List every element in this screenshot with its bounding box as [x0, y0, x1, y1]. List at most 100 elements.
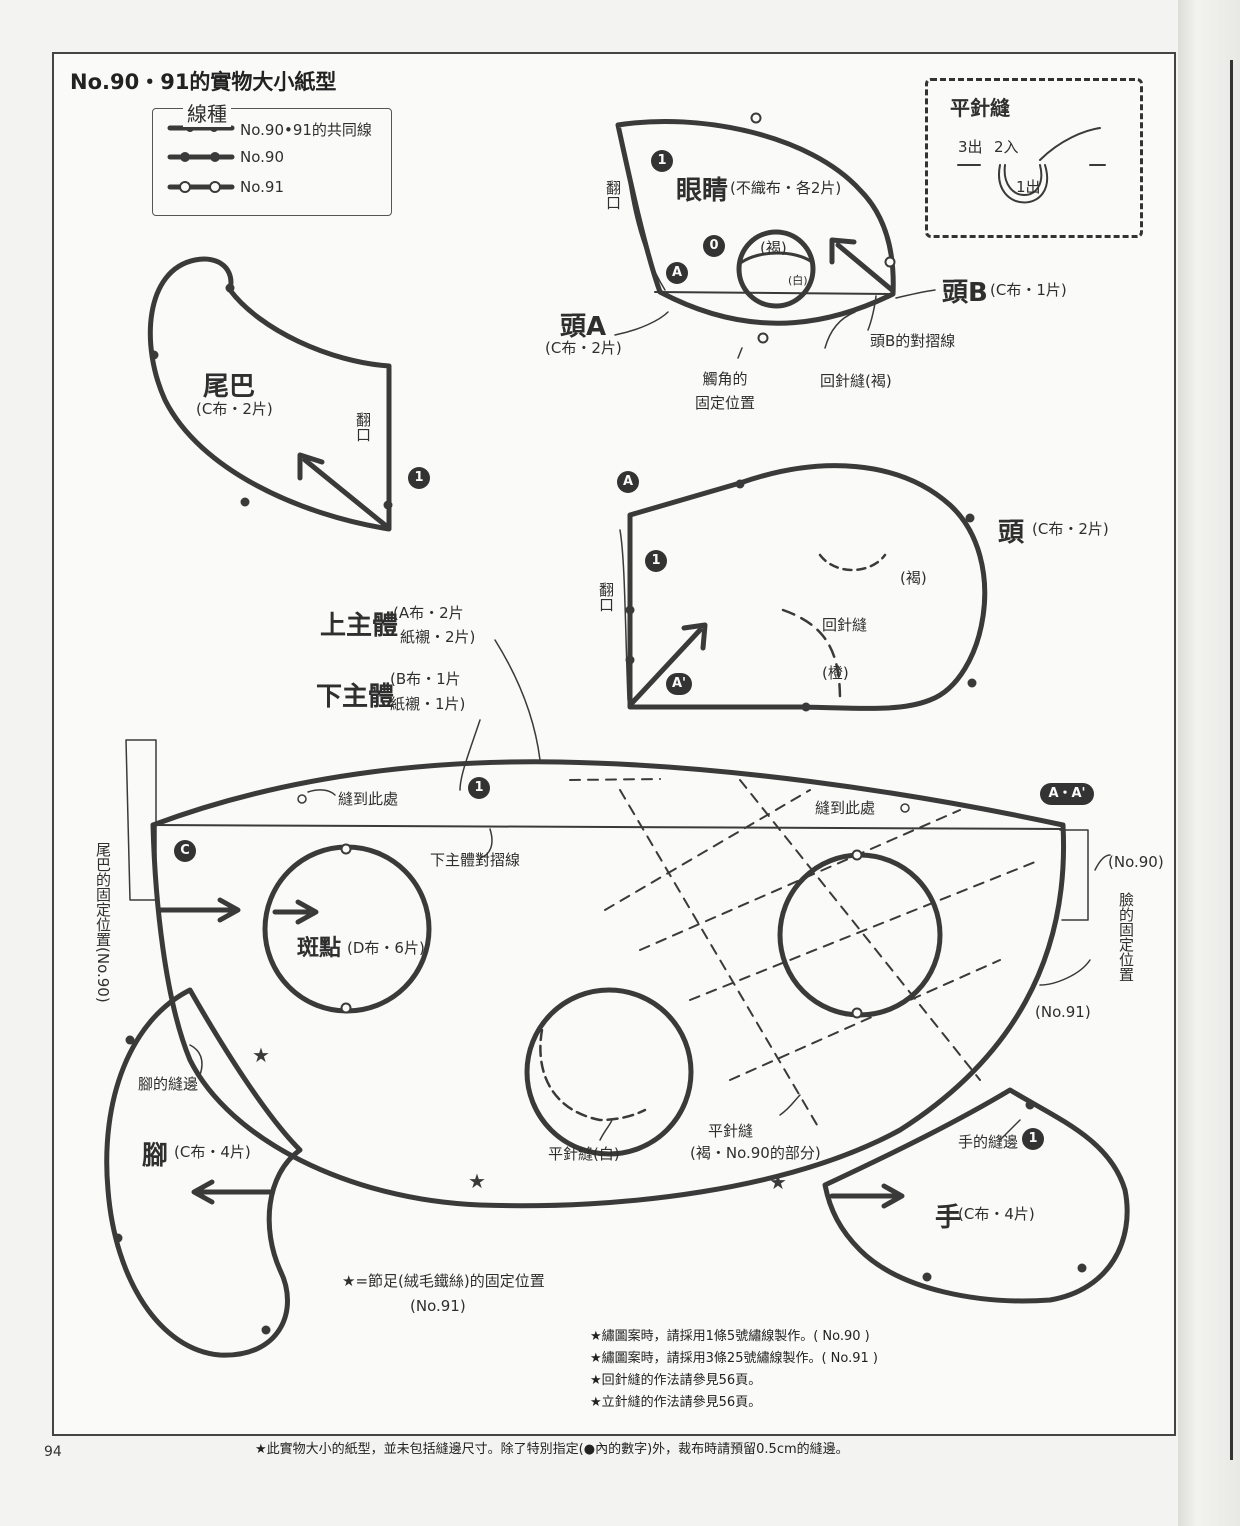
note-1: ★繡圖案時，請採用1條5號繡線製作。( No.90 ) [590, 1329, 870, 1344]
spot-right [777, 852, 943, 1018]
page-number: 94 [44, 1444, 62, 1460]
head-orange-stitch [781, 608, 842, 702]
upper-body-label: 上主體 [320, 611, 399, 641]
hand-grain-arrow [829, 1183, 905, 1209]
marker-1-hand: 1 [1022, 1128, 1044, 1150]
star-note-no91: (No.91) [410, 1297, 466, 1315]
running-stitch-box [925, 78, 1143, 238]
eye-divider [740, 251, 814, 264]
running-brown-label: 平針縫 [708, 1122, 754, 1140]
open-dots [340, 112, 896, 1019]
running-stitch-illustration [957, 127, 1106, 204]
head-a-outline [615, 118, 896, 326]
hand-label: 手 [935, 1203, 962, 1233]
stitch-heading: 平針縫 [950, 96, 1010, 120]
marker-1-tail: 1 [408, 467, 430, 489]
star-note: ★=節足(絨毛鐵絲)的固定位置 [342, 1272, 545, 1290]
lower-body-fold-line [152, 824, 1064, 830]
eye-white: (白) [788, 274, 808, 287]
head-a-spec: (C布・2片) [545, 339, 622, 357]
face-placement-strip [1059, 829, 1089, 921]
legend [152, 108, 392, 216]
eye-outline [736, 229, 816, 309]
legend-item-common: No.90•91的共同線 [240, 121, 372, 139]
marker-0-eye: 0 [703, 235, 725, 257]
leg-seam-label: 腳的縫邊 [138, 1075, 199, 1093]
eye-spec: (不織布・各2片) [730, 179, 842, 197]
legend-item-no90: No.90 [240, 148, 284, 166]
face-position-label: 臉的固定位置 [1117, 892, 1135, 982]
upper-body-bracket [494, 639, 541, 761]
lower-fold-pointer [479, 828, 493, 859]
spot-label: 斑點 [297, 936, 342, 961]
svg-text:★: ★ [252, 1043, 270, 1067]
tail-position-label: 尾巴的固定位置(No.90) [94, 842, 112, 1003]
marker-1-head: 1 [645, 550, 667, 572]
hand-outline [822, 1087, 1130, 1304]
head-b-spec: (C布・1片) [990, 281, 1067, 299]
antenna-pointer [737, 347, 743, 359]
tail-spec: (C布・2片) [196, 400, 273, 418]
leg-spec: (C布・4片) [174, 1143, 251, 1161]
stitch-out-bottom: 1出 [1016, 178, 1041, 196]
back-stitch-brown-label: 回針縫(褐) [820, 372, 892, 390]
tail-position-arrows [157, 897, 319, 925]
note-3: ★回針縫的作法請參見56頁。 [590, 1373, 762, 1388]
tail-grain-arrow [297, 452, 388, 528]
head-b-label: 頭B [942, 278, 988, 308]
head-turn-label: 翻口 [597, 582, 615, 612]
hand-spec: (C布・4片) [958, 1205, 1035, 1223]
marker-a-prime-head: A' [666, 673, 692, 695]
tail-turn-label: 翻口 [354, 412, 372, 442]
antenna-position-label: 觸角的 固定位置 [695, 370, 756, 412]
head-brown: (褐) [900, 569, 927, 587]
running-white-label: 平針縫(白) [548, 1145, 620, 1163]
no91-label: (No.91) [1035, 1003, 1091, 1021]
spot-bottom [524, 987, 694, 1157]
head-b-fold-line [654, 291, 894, 295]
hand-seam-label: 手的縫邊 [958, 1133, 1019, 1151]
upper-body-spec2: 紙襯・2片) [400, 628, 476, 646]
head-a-turn-label: 翻口 [604, 180, 622, 210]
face-fringe-dashes [569, 778, 1041, 1131]
pattern-frame [52, 52, 1176, 1436]
head-outline [627, 463, 988, 711]
head-a-label: 頭A [560, 312, 607, 342]
svg-text:★: ★ [468, 1169, 486, 1193]
spot-spec: (D布・6片) [347, 939, 425, 957]
head-orange: (橙) [822, 664, 849, 682]
spot-white-stitch [539, 1028, 647, 1122]
running-brown-spec: (褐・No.90的部分) [690, 1144, 821, 1162]
stitch-in-right: 2入 [994, 138, 1019, 156]
lower-body-spec2: 紙襯・1片) [390, 695, 466, 713]
spot-left [262, 844, 432, 1014]
marker-a-head-a: A [666, 262, 688, 284]
legend-heading: 線種 [183, 98, 231, 127]
leg-outline [104, 987, 303, 1358]
lower-fold-label: 下主體對摺線 [430, 851, 521, 869]
head-back-stitch: 回針縫 [822, 616, 868, 634]
svg-text:★: ★ [769, 1170, 787, 1194]
upper-body-spec1: (A布・2片 [393, 604, 464, 622]
page-title: No.90・91的實物大小紙型 [70, 70, 337, 94]
marker-1-head-a: 1 [651, 150, 673, 172]
head-a-grain-arrow [829, 237, 895, 293]
marker-c-body: C [174, 840, 196, 862]
tail-outline [147, 256, 392, 532]
legend-item-no91: No.91 [240, 178, 284, 196]
next-page-edge [1230, 60, 1233, 1460]
sew-here-left: 縫到此處 [338, 790, 399, 808]
marker-a-head: A [617, 471, 639, 493]
head-brown-stitch [818, 553, 887, 572]
body-outline [150, 759, 1067, 1209]
note-4: ★立針縫的作法請參見56頁。 [590, 1395, 762, 1410]
footer-note: ★此實物大小的紙型，並未包括縫邊尺寸。除了特別指定(●內的數字)外，裁布時請預留… [255, 1442, 849, 1457]
marker-1-body: 1 [468, 777, 490, 799]
head-label: 頭 [998, 518, 1025, 548]
head-spec: (C布・2片) [1032, 520, 1109, 538]
lower-body-spec1: (B布・1片 [390, 670, 461, 688]
head-b-fold-label: 頭B的對摺線 [870, 332, 956, 350]
leg-grain-arrow [191, 1179, 273, 1205]
seam-dots [113, 124, 1087, 1335]
